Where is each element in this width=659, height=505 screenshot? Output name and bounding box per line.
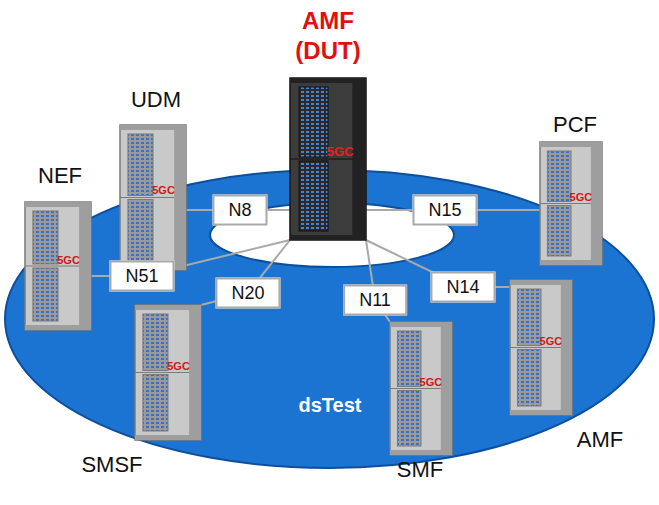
server-node: AMF5GC	[510, 280, 572, 415]
interface-label: N14	[430, 272, 495, 303]
server-node: NEF5GC	[25, 202, 91, 330]
server-tag: 5GC	[570, 191, 593, 203]
server-tag: 5GC	[420, 376, 443, 388]
server-rack	[540, 142, 602, 265]
server-rack	[510, 280, 572, 415]
server-tag: 5GC	[327, 143, 354, 158]
server-node: SMSF5GC	[135, 305, 201, 440]
server-name: PCF	[553, 112, 597, 138]
server-name: AMF (DUT)	[283, 6, 373, 66]
server-tag: 5GC	[152, 184, 175, 196]
server-rack	[25, 202, 91, 330]
server-rack	[135, 305, 201, 440]
server-tag: 5GC	[57, 254, 80, 266]
interface-label: N8	[212, 195, 267, 226]
server-name: UDM	[131, 87, 181, 113]
server-name: SMF	[397, 457, 443, 483]
server-rack	[390, 322, 452, 455]
server-rack	[120, 125, 186, 270]
server-tag: 5GC	[540, 335, 563, 347]
server-node: SMF5GC	[390, 322, 452, 455]
interface-label: N51	[109, 261, 174, 292]
server-name: NEF	[38, 163, 82, 189]
server-name: AMF	[577, 427, 623, 453]
server-rack	[290, 78, 366, 240]
server-tag: 5GC	[167, 360, 190, 372]
interface-label: N11	[343, 285, 407, 316]
interface-label: N20	[215, 278, 280, 309]
server-node: AMF (DUT)5GC	[290, 78, 366, 240]
server-name: SMSF	[81, 452, 142, 478]
server-node: PCF5GC	[540, 142, 602, 265]
ring-label: dsTest	[299, 394, 362, 417]
server-node: UDM5GC	[120, 125, 186, 270]
interface-label: N15	[412, 195, 477, 226]
